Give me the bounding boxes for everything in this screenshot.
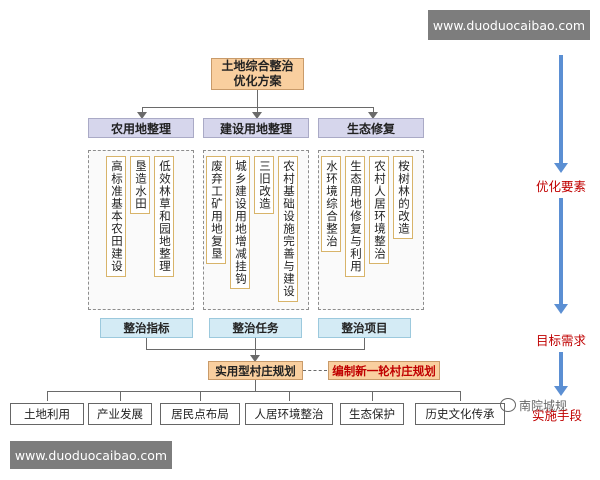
item-paddy-field: 垦造水田 xyxy=(130,156,150,214)
bottom-ecological-protection: 生态保护 xyxy=(340,403,404,425)
connector-red-dashed xyxy=(303,370,327,371)
connector-bottom-vertical xyxy=(255,380,256,392)
label-targets: 整治指标 xyxy=(100,318,193,338)
connector-bottom-2 xyxy=(120,391,121,401)
flow-arrow-2-shaft xyxy=(559,198,563,306)
bottom-land-use: 土地利用 xyxy=(10,403,84,425)
item-high-standard-farmland: 高标准基本农田建设 xyxy=(106,156,126,277)
item-eucalyptus-renovation: 桉树林的改造 xyxy=(393,156,413,239)
top-box-line1: 土地综合整治 xyxy=(221,59,294,73)
category-construction-land: 建设用地整理 xyxy=(203,118,309,138)
connector-blue-2 xyxy=(255,338,256,350)
watermark-bottom: www.duoduocaibao.com xyxy=(10,441,172,469)
arrowhead-plan xyxy=(250,355,260,362)
wechat-icon xyxy=(500,398,516,412)
connector-cat-2 xyxy=(257,107,258,114)
top-box: 土地综合整治 优化方案 xyxy=(211,58,304,90)
flow-label-optimize: 优化要素 xyxy=(528,176,594,194)
wechat-badge: 南院城规 xyxy=(500,396,567,414)
category-ecological-restoration: 生态修复 xyxy=(318,118,424,138)
connector-cat-1 xyxy=(142,107,143,114)
label-tasks: 整治任务 xyxy=(209,318,302,338)
connector-cat-3 xyxy=(373,107,374,114)
watermark-top: www.duoduocaibao.com xyxy=(428,10,590,40)
connector-bottom-horizontal xyxy=(47,391,460,392)
flow-arrow-3-head xyxy=(554,386,568,396)
top-box-line2: 优化方案 xyxy=(233,74,282,88)
arrowhead-cat-1 xyxy=(137,112,147,119)
connector-top-vertical xyxy=(257,90,258,108)
new-village-plan-box: 编制新一轮村庄规划 xyxy=(328,361,440,380)
bottom-settlement-layout: 居民点布局 xyxy=(160,403,240,425)
category-farmland: 农用地整理 xyxy=(88,118,194,138)
item-rural-living-environment: 农村人居环境整治 xyxy=(369,156,389,264)
connector-bottom-3 xyxy=(200,391,201,401)
bottom-living-environment: 人居环境整治 xyxy=(245,403,333,425)
connector-blue-1 xyxy=(146,338,147,350)
arrowhead-cat-2 xyxy=(252,112,262,119)
flow-arrow-2-head xyxy=(554,304,568,314)
item-three-old-renovation: 三旧改造 xyxy=(254,156,274,214)
bottom-cultural-heritage: 历史文化传承 xyxy=(415,403,505,425)
flow-label-target: 目标需求 xyxy=(528,330,594,348)
item-forest-grass-garden: 低效林草和园地整理 xyxy=(154,156,174,277)
connector-bottom-1 xyxy=(47,391,48,401)
wechat-label: 南院城规 xyxy=(519,398,568,413)
connector-bottom-5 xyxy=(372,391,373,401)
label-projects: 整治项目 xyxy=(318,318,411,338)
practical-village-plan-box: 实用型村庄规划 xyxy=(208,361,303,380)
connector-bottom-6 xyxy=(460,391,461,401)
connector-top-horizontal xyxy=(142,107,374,108)
flow-label-implement: 实施手段 xyxy=(531,408,582,423)
item-water-environment: 水环境综合整治 xyxy=(321,156,341,252)
flow-arrow-1-head xyxy=(554,163,568,173)
bottom-industry: 产业发展 xyxy=(88,403,152,425)
connector-plan-vertical xyxy=(255,349,256,358)
connector-bottom-4 xyxy=(289,391,290,401)
item-rural-infrastructure: 农村基础设施完善与建设 xyxy=(278,156,298,302)
item-ecological-land: 生态用地修复与利用 xyxy=(345,156,365,277)
item-urban-rural-linkage: 城乡建设用地增减挂钩 xyxy=(230,156,250,289)
connector-blue-3 xyxy=(364,338,365,350)
flow-arrow-1-shaft xyxy=(559,55,563,165)
arrowhead-cat-3 xyxy=(368,112,378,119)
item-abandoned-mines: 废弃工矿用地复垦 xyxy=(206,156,226,264)
flow-arrow-3-shaft xyxy=(559,352,563,388)
